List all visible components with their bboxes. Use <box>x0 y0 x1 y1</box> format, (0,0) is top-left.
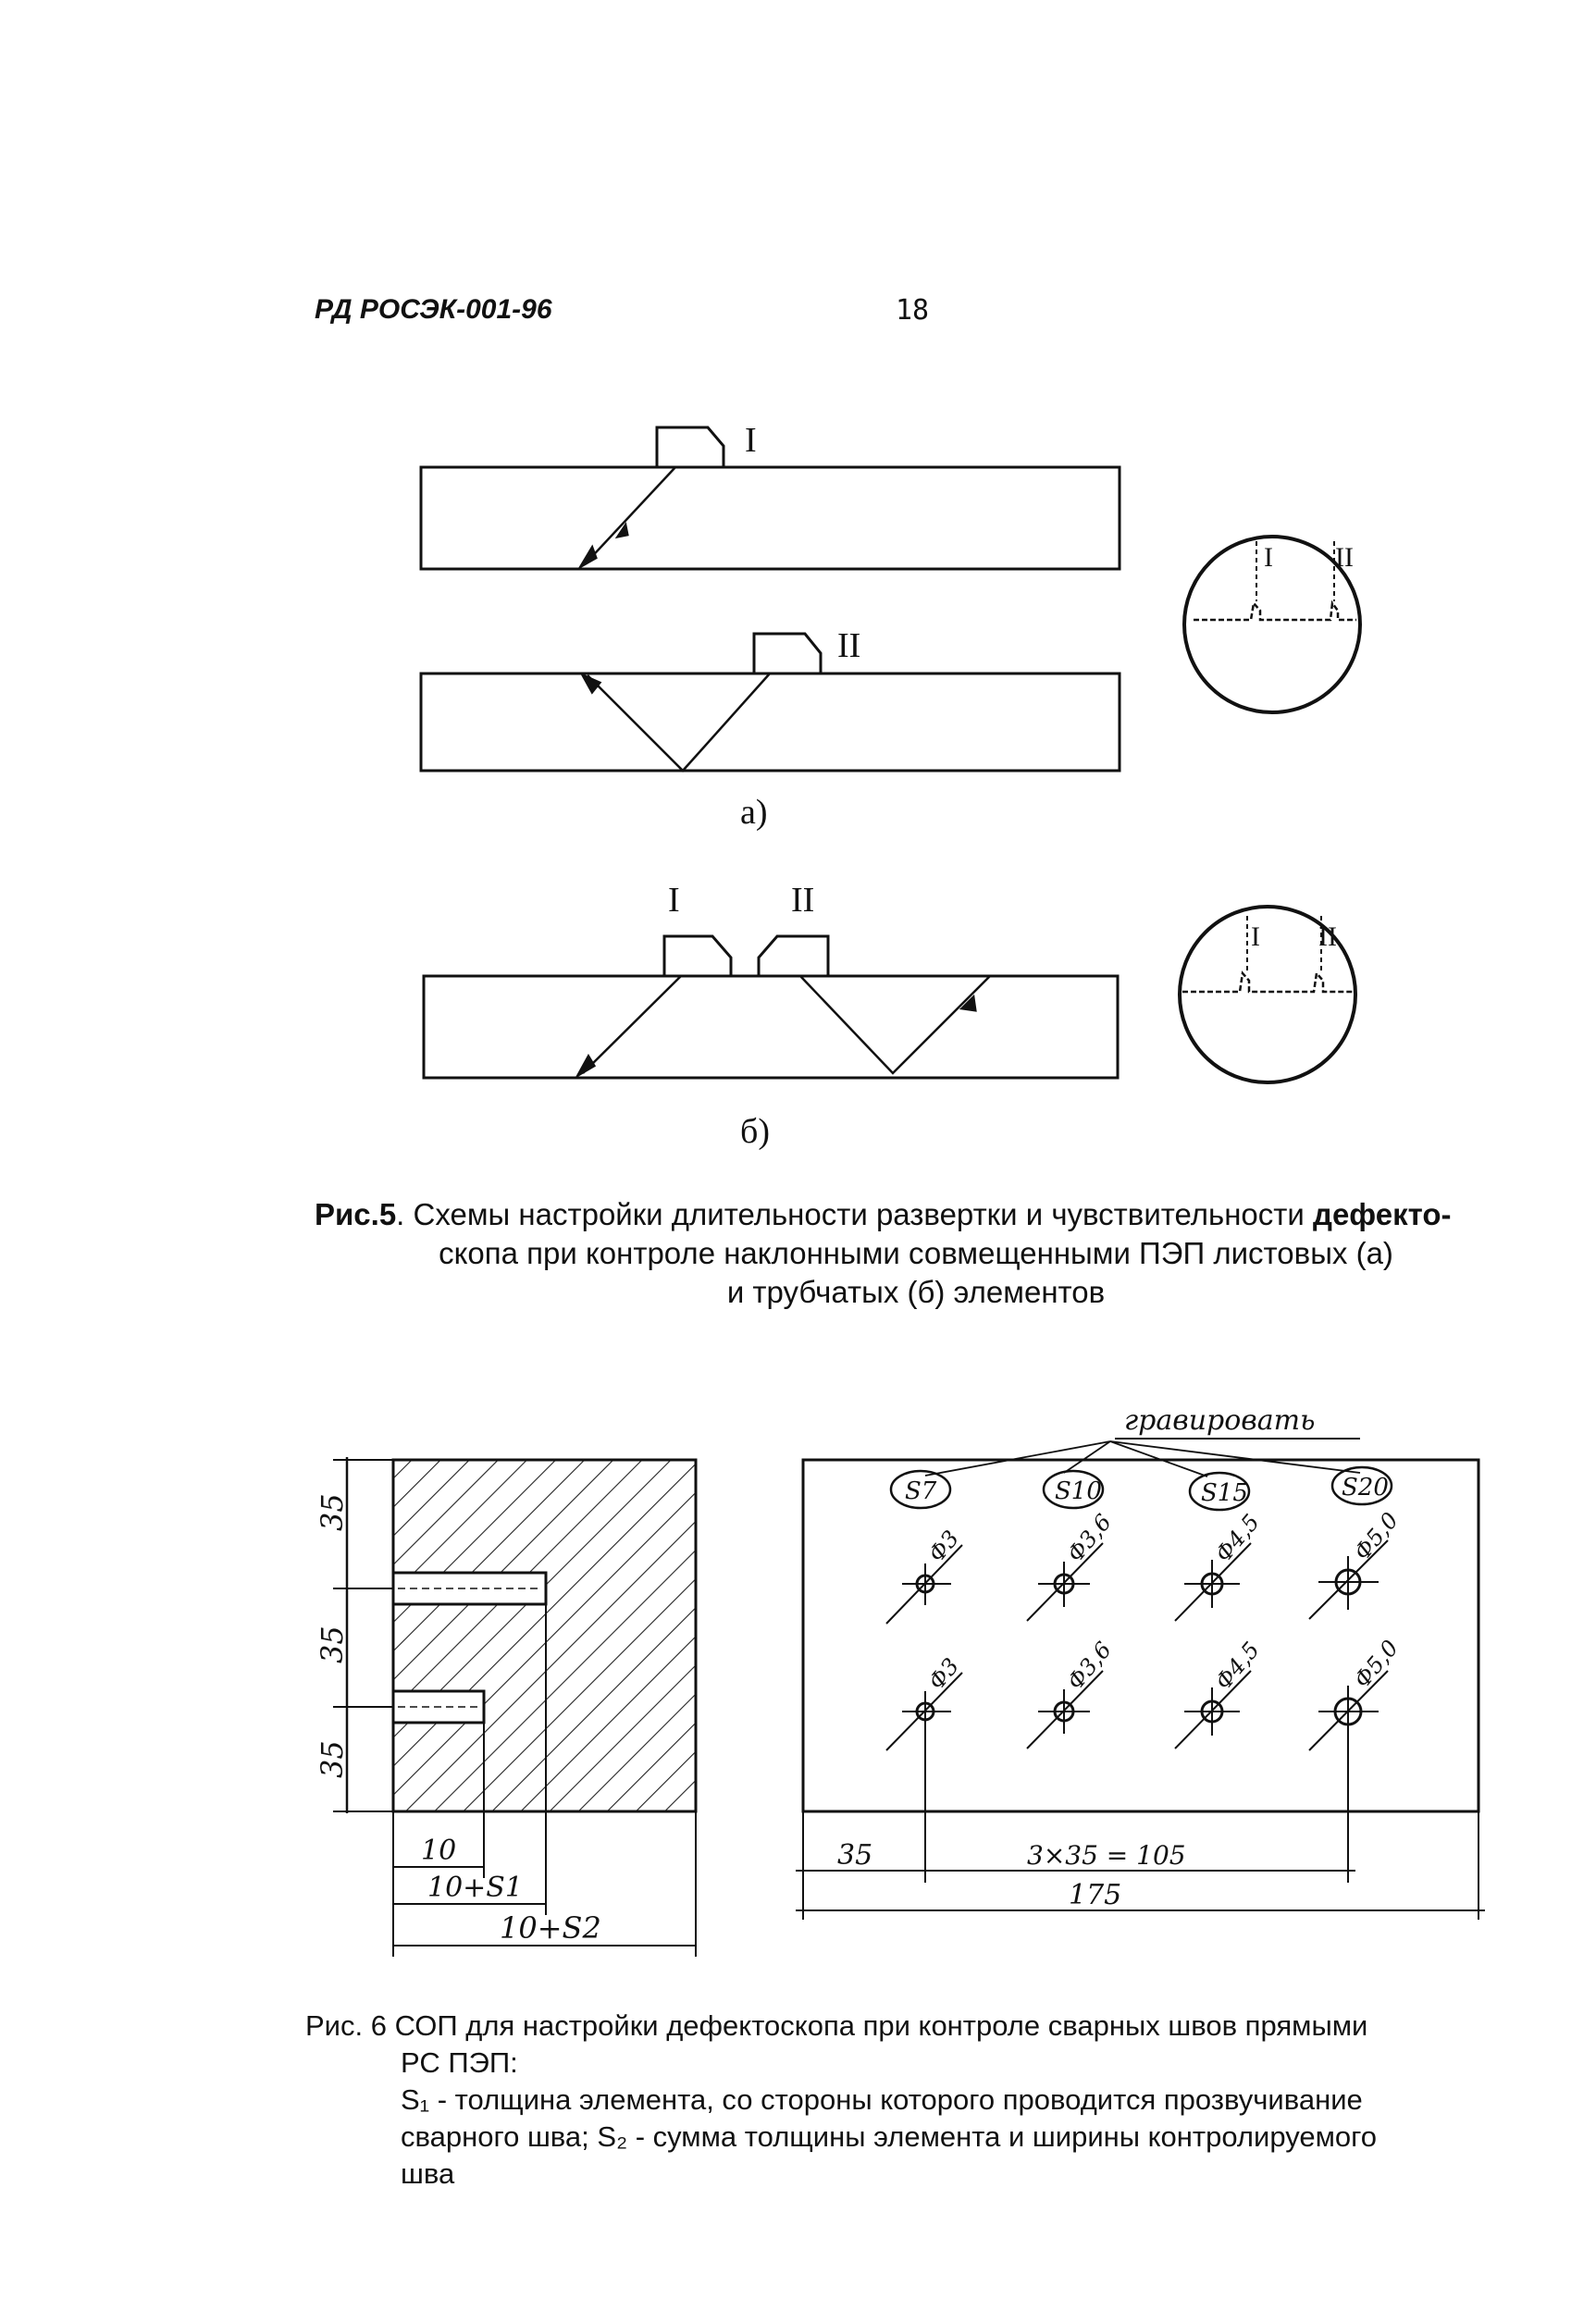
fig6-hole-label-r1-4: Ф5,0 <box>1349 1507 1404 1565</box>
fig6-dim-10-s1: 10+S1 <box>427 1872 523 1904</box>
fig5-caption: Рис.5. Схемы настройки длительности разв… <box>315 1195 1517 1312</box>
fig6-left-block <box>333 1457 698 1957</box>
fig5b-mark-two: II <box>791 881 814 920</box>
fig5a-plate-2 <box>419 632 1121 772</box>
fig6-caption-line5: шва <box>401 2157 455 2190</box>
fig6-dim-35-mid: 35 <box>315 1625 350 1663</box>
fig6-caption-line3: S₁ - толщина элемента, со стороны которо… <box>401 2083 1363 2116</box>
fig6-tag-s7: S7 <box>905 1477 937 1505</box>
fig5-caption-line1: Рис.5. Схемы настройки длительности разв… <box>315 1197 1451 1231</box>
fig5b-mark-one: I <box>668 881 680 920</box>
document-code: РД РОСЭК-001-96 <box>315 294 552 325</box>
fig5b-screen-circle <box>1178 905 1357 1084</box>
fig5b-screen-mark-two: II <box>1318 921 1337 952</box>
fig6-hole-label-r1-3: Ф4,5 <box>1210 1509 1265 1567</box>
fig6-hole-label-r1-1: Ф3 <box>923 1526 964 1567</box>
fig6-hole-label-r2-4: Ф5,0 <box>1349 1635 1404 1693</box>
fig5a-plate-1 <box>419 426 1121 571</box>
fig5-caption-line1-end: дефекто- <box>1313 1197 1452 1231</box>
page-number: 18 <box>896 294 930 327</box>
fig5-caption-line2: скопа при контроле наклонными совмещенны… <box>439 1236 1393 1270</box>
fig5-caption-line1-rest: . Схемы настройки длительности развертки… <box>396 1197 1313 1231</box>
fig6-hole-label-r2-2: Ф3,6 <box>1062 1637 1117 1695</box>
fig6-right-block <box>796 1438 1485 1920</box>
fig5b-plate <box>422 934 1120 1080</box>
fig6-dim-35-top: 35 <box>315 1493 350 1531</box>
fig6-dim-35: 35 <box>837 1839 872 1872</box>
fig5a-screen-mark-two: II <box>1335 542 1354 573</box>
fig6-tag-s15: S15 <box>1201 1479 1248 1507</box>
fig6-hole-label-r2-1: Ф3 <box>923 1653 964 1695</box>
fig6-caption-line2: РС ПЭП: <box>401 2046 518 2079</box>
fig5a-screen-circle <box>1182 535 1362 714</box>
fig6-dim-35-bot: 35 <box>315 1740 350 1778</box>
fig6-dim-10: 10 <box>421 1835 456 1867</box>
fig6-dim-spacing: 3×35 = 105 <box>1027 1840 1186 1871</box>
fig5-caption-prefix: Рис.5 <box>315 1197 397 1231</box>
fig6-tag-s20: S20 <box>1342 1474 1389 1502</box>
fig6-hole-label-r1-2: Ф3,6 <box>1062 1509 1117 1567</box>
fig5a-screen-mark-one: I <box>1264 542 1273 573</box>
fig5a-mark-one: I <box>745 421 757 460</box>
fig6-hole-label-r2-3: Ф4,5 <box>1210 1637 1265 1695</box>
fig5a-label: а) <box>740 793 768 832</box>
fig5b-screen-mark-one: I <box>1251 921 1260 952</box>
fig6-caption-line4: сварного шва; S₂ - сумма толщины элемент… <box>401 2120 1378 2153</box>
fig6-caption-line1: Рис. 6 СОП для настройки дефектоскопа пр… <box>305 2009 1368 2042</box>
fig5b-label: б) <box>740 1112 770 1151</box>
fig6-dim-total: 175 <box>1069 1879 1121 1911</box>
fig5-caption-line3: и трубчатых (б) элементов <box>726 1275 1106 1309</box>
fig6-engrave-label: гравировать <box>1124 1404 1315 1437</box>
fig6-caption: Рис. 6 СОП для настройки дефектоскопа пр… <box>305 2008 1527 2193</box>
fig6-dim-10-s2: 10+S2 <box>500 1910 601 1946</box>
fig5a-mark-two: II <box>837 626 860 665</box>
fig6-tag-s10: S10 <box>1055 1477 1102 1505</box>
